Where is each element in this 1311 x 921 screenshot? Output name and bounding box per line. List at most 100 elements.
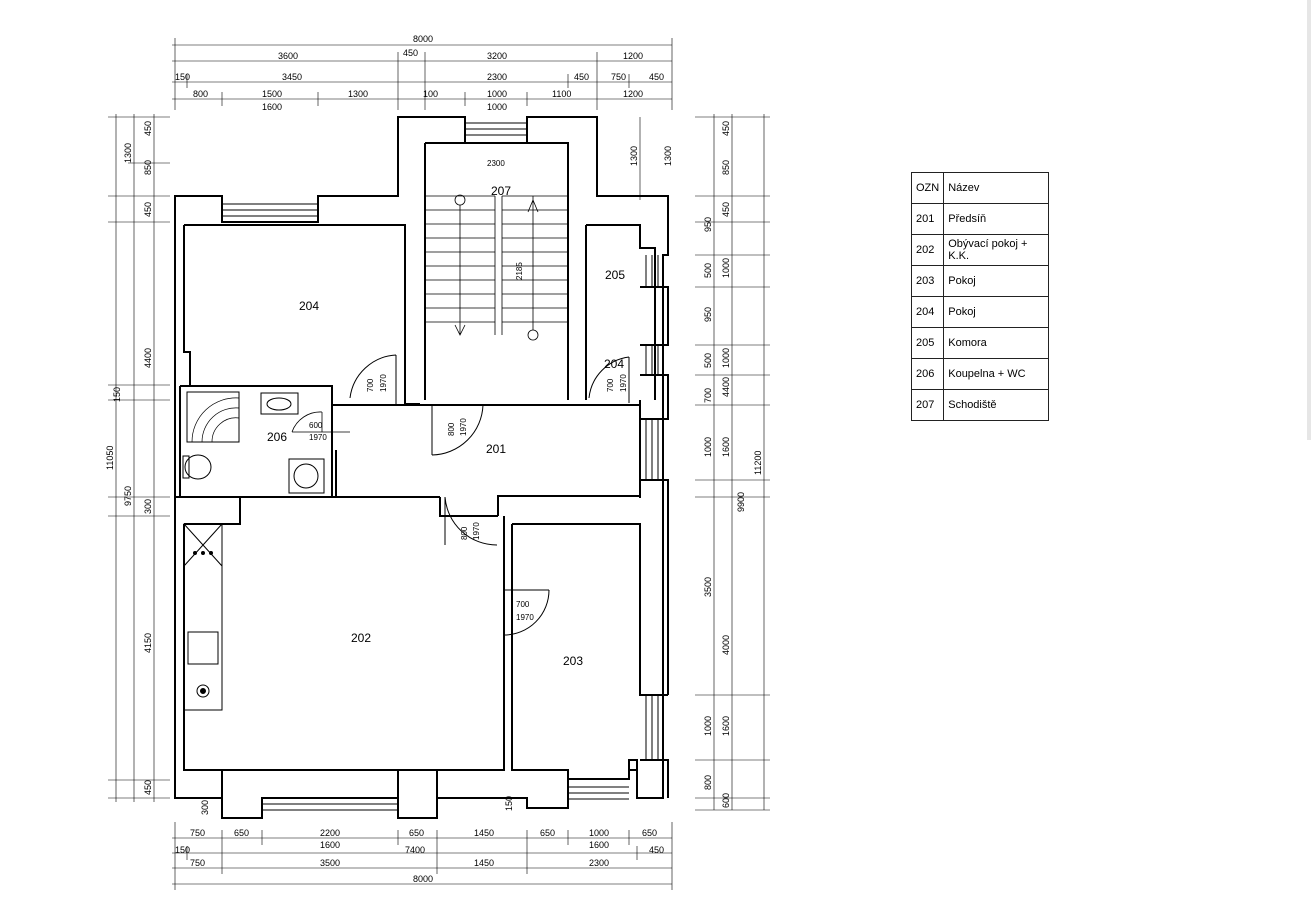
- svg-text:450: 450: [143, 121, 153, 136]
- svg-text:750: 750: [190, 828, 205, 838]
- svg-text:1000: 1000: [703, 437, 713, 457]
- washbasin: [260, 392, 299, 415]
- legend-header-code: OZN: [910, 172, 945, 204]
- svg-text:750: 750: [190, 858, 205, 868]
- outer-wall: [174, 116, 669, 819]
- room-label-202: 202: [351, 631, 371, 645]
- legend-row: 207 Schodiště: [910, 389, 1050, 421]
- dimension-texts-right: 11200 9900 450 1300 850 950 500 950 500 …: [629, 121, 763, 808]
- svg-text:2200: 2200: [320, 828, 340, 838]
- svg-text:4000: 4000: [721, 635, 731, 655]
- dimension-texts-top: 8000 3600 450 3200 1200 150 3450 2300 45…: [175, 34, 664, 112]
- door-204-width: 700: [366, 378, 375, 392]
- svg-text:750: 750: [611, 72, 626, 82]
- dim-top-total: 8000: [413, 34, 433, 44]
- dimension-texts-bottom: 750 650 2200 650 1450 650 1000 650 1600 …: [175, 796, 664, 884]
- legend-row: 205 Komora: [910, 327, 1050, 359]
- svg-text:650: 650: [642, 828, 657, 838]
- svg-text:1450: 1450: [474, 828, 494, 838]
- legend-header-name: Název: [943, 172, 1050, 204]
- svg-text:450: 450: [649, 845, 664, 855]
- svg-text:8000: 8000: [413, 874, 433, 884]
- svg-text:450: 450: [721, 121, 731, 136]
- svg-text:950: 950: [703, 217, 713, 232]
- room-label-204: 204: [299, 299, 319, 313]
- svg-text:1300: 1300: [629, 146, 639, 166]
- room-label-205: 205: [605, 268, 625, 282]
- legend-code: 204: [910, 296, 945, 328]
- svg-text:1300: 1300: [348, 89, 368, 99]
- svg-text:1600: 1600: [589, 840, 609, 850]
- svg-text:2300: 2300: [487, 72, 507, 82]
- dim-right-inner: 9900: [736, 492, 746, 512]
- svg-text:1000: 1000: [721, 258, 731, 278]
- svg-text:300: 300: [143, 499, 153, 514]
- svg-text:1600: 1600: [262, 102, 282, 112]
- legend-code: 206: [910, 358, 945, 390]
- svg-text:150: 150: [504, 796, 514, 811]
- stair-width: 2300: [487, 159, 505, 168]
- door-201-height: 1970: [459, 418, 468, 436]
- doors: [291, 354, 630, 636]
- svg-text:450: 450: [574, 72, 589, 82]
- kitchen-counter: [183, 523, 223, 711]
- svg-text:650: 650: [234, 828, 249, 838]
- svg-text:1600: 1600: [320, 840, 340, 850]
- door-203-width: 700: [516, 600, 530, 609]
- dimension-texts-left: 11050 9750 450 1300 850 450 4400 150 300…: [105, 121, 153, 795]
- legend-name: Předsíň: [943, 203, 1050, 235]
- svg-text:4400: 4400: [143, 348, 153, 368]
- legend-name: Schodiště: [943, 389, 1050, 421]
- door-202-width: 800: [460, 526, 469, 540]
- legend-row: 202 Obývací pokoj + K.K.: [910, 234, 1050, 266]
- staircase: [425, 194, 568, 341]
- svg-text:500: 500: [703, 353, 713, 368]
- svg-text:1200: 1200: [623, 51, 643, 61]
- room-legend-table: OZN Název 201 Předsíň 202 Obývací pokoj …: [910, 172, 1050, 421]
- room-label-203: 203: [563, 654, 583, 668]
- dim-right-outer: 11200: [753, 451, 763, 475]
- svg-text:800: 800: [193, 89, 208, 99]
- legend-row: 204 Pokoj: [910, 296, 1050, 328]
- svg-text:150: 150: [175, 845, 190, 855]
- room-label-201: 201: [486, 442, 506, 456]
- room-label-206: 206: [267, 430, 287, 444]
- legend-row: 201 Předsíň: [910, 203, 1050, 235]
- door-204b-width: 700: [606, 378, 615, 392]
- svg-text:300: 300: [200, 800, 210, 815]
- cooktop-icon: [196, 684, 210, 698]
- legend-header-row: OZN Název: [910, 172, 1050, 204]
- svg-text:600: 600: [721, 793, 731, 808]
- kitchen-sink: [187, 631, 219, 665]
- svg-text:1450: 1450: [474, 858, 494, 868]
- svg-text:800: 800: [703, 775, 713, 790]
- dim-left-inner: 9750: [123, 486, 133, 506]
- legend-name: Pokoj: [943, 296, 1050, 328]
- svg-text:650: 650: [540, 828, 555, 838]
- svg-text:7400: 7400: [405, 845, 425, 855]
- svg-text:450: 450: [649, 72, 664, 82]
- svg-text:3200: 3200: [487, 51, 507, 61]
- svg-text:850: 850: [143, 160, 153, 175]
- svg-text:4400: 4400: [721, 377, 731, 397]
- svg-text:700: 700: [703, 388, 713, 403]
- svg-text:450: 450: [721, 202, 731, 217]
- svg-text:1500: 1500: [262, 89, 282, 99]
- door-206-height: 1970: [309, 433, 327, 442]
- room-label-207: 207: [491, 184, 511, 198]
- legend-name: Komora: [943, 327, 1050, 359]
- washing-machine: [288, 458, 325, 494]
- legend-code: 207: [910, 389, 945, 421]
- svg-text:2300: 2300: [589, 858, 609, 868]
- legend-row: 203 Pokoj: [910, 265, 1050, 297]
- svg-text:500: 500: [703, 263, 713, 278]
- svg-text:450: 450: [143, 202, 153, 217]
- svg-text:650: 650: [409, 828, 424, 838]
- shower-tray: [186, 391, 240, 443]
- svg-text:1300: 1300: [123, 143, 133, 163]
- room-label-204-small: 204: [604, 357, 624, 371]
- svg-text:850: 850: [721, 160, 731, 175]
- door-206-width: 600: [309, 421, 323, 430]
- toilet: [184, 454, 212, 480]
